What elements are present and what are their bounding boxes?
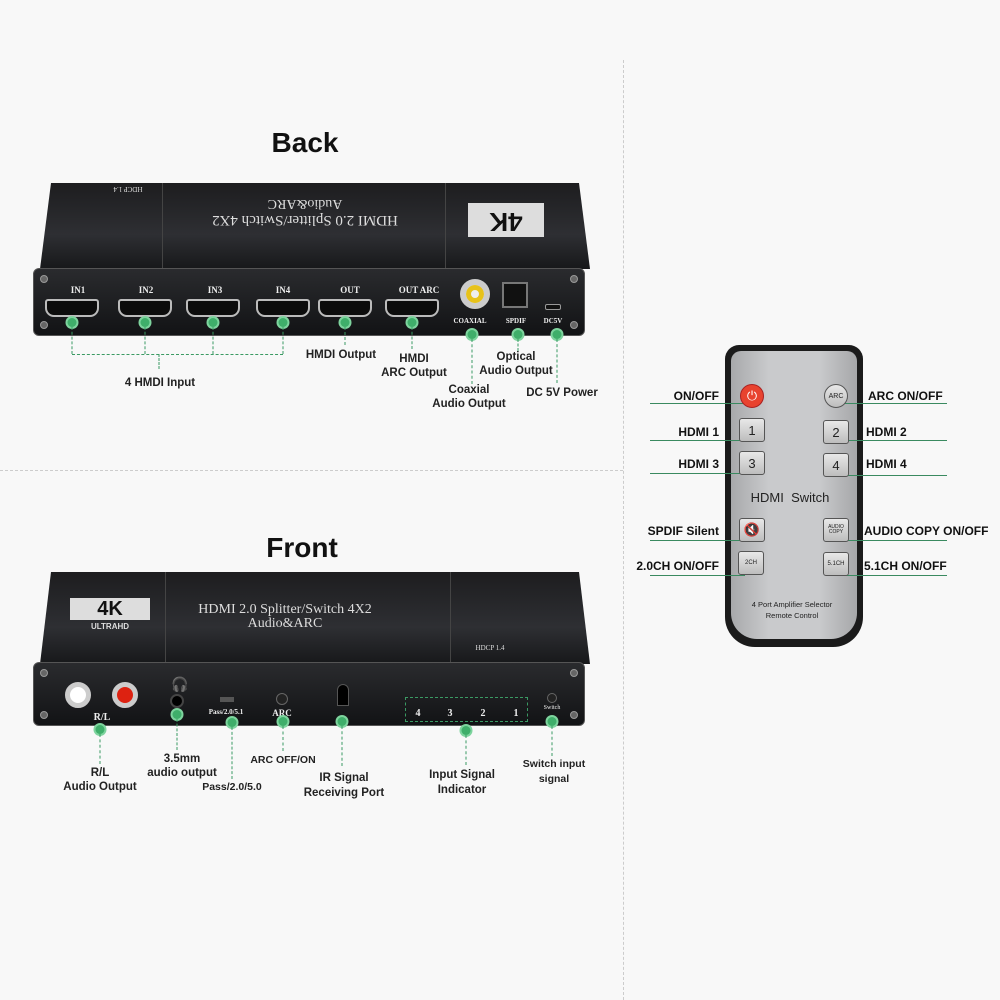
- mute-button[interactable]: 🔇: [739, 518, 765, 542]
- headphone-icon: 🎧: [171, 676, 189, 692]
- rca-red-port: [112, 682, 138, 708]
- optical-port: [502, 282, 528, 308]
- indicator-4: 4: [415, 708, 421, 719]
- port-label-in3: IN3: [207, 285, 223, 295]
- switch-panel-label: Switch: [543, 705, 561, 711]
- coaxial-port: [460, 279, 490, 309]
- label-arc: ARC OFF/ON: [250, 754, 316, 766]
- arc-panel-label: ARC: [272, 708, 292, 718]
- indicator-1: 1: [513, 708, 519, 719]
- label-hdmi-arc-output-1: HMDI: [399, 353, 429, 365]
- label-pass: Pass/2.0/5.0: [202, 781, 262, 793]
- label-audio-copy: AUDIO COPY ON/OFF: [864, 524, 989, 538]
- indicator-box: [405, 697, 528, 722]
- label-optical-2: Audio Output: [479, 365, 553, 377]
- front-device-name: HDMI 2.0 Splitter/Switch 4X2: [198, 602, 372, 617]
- front-hdcp: HDCP 1.4: [475, 644, 505, 652]
- label-4-hdmi-input: 4 HMDI Input: [124, 377, 196, 389]
- audio-copy-button[interactable]: AUDIO COPY: [823, 518, 849, 542]
- label-51ch: 5.1CH ON/OFF: [864, 559, 947, 573]
- label-switch-1: Switch input: [522, 758, 586, 770]
- mute-icon: 🔇: [743, 522, 761, 537]
- back-hdcp: HDCP 1.4: [113, 185, 143, 193]
- label-coaxial-2: Audio Output: [432, 398, 506, 410]
- front-device-top: 4K ULTRAHD HDMI 2.0 Splitter/Switch 4X2 …: [40, 572, 590, 664]
- label-rl-1: R/L: [90, 767, 110, 779]
- arc-button[interactable]: [276, 693, 288, 705]
- back-device-sub: Audio&ARC: [267, 196, 343, 211]
- hdmi-port-in3: [186, 299, 240, 317]
- pass-switch[interactable]: [220, 697, 234, 702]
- back-device-name: HDMI 2.0 Splitter/Switch 4X2: [212, 212, 398, 228]
- label-hdmi-1: HDMI 1: [678, 425, 719, 439]
- port-label-coaxial: COAXIAL: [453, 317, 487, 325]
- ir-receiver: [337, 684, 349, 706]
- label-switch-2: signal: [538, 773, 570, 785]
- horizontal-divider: [0, 470, 623, 471]
- front-device-sub: Audio&ARC: [247, 616, 323, 631]
- label-indicator-1: Input Signal: [429, 769, 495, 781]
- hdmi-port-in4: [256, 299, 310, 317]
- port-label-spdif: SPDIF: [505, 317, 527, 325]
- hdmi-port-out: [318, 299, 372, 317]
- label-ir-2: Receiving Port: [303, 787, 385, 799]
- label-hdmi-arc-output-2: ARC Output: [381, 367, 447, 379]
- rl-panel-label: R/L: [93, 712, 111, 723]
- label-spdif-silent: SPDIF Silent: [647, 524, 719, 538]
- label-hdmi-4: HDMI 4: [866, 457, 907, 471]
- back-title: Back: [271, 127, 339, 158]
- 51ch-button[interactable]: 5.1CH: [823, 552, 849, 576]
- port-label-in4: IN4: [275, 285, 291, 295]
- label-2ch: 2.0CH ON/OFF: [636, 559, 719, 573]
- hdmi-switch-text: HDMI Switch: [750, 490, 830, 505]
- indicator-2: 2: [480, 708, 486, 719]
- label-jack-2: audio output: [147, 767, 217, 779]
- indicator-3: 3: [447, 708, 453, 719]
- 4k-logo: 4K: [468, 203, 544, 237]
- ultrahd-logo: ULTRAHD: [90, 622, 130, 631]
- port-label-out-arc: OUT ARC: [398, 285, 440, 295]
- hdmi-port-in1: [45, 299, 99, 317]
- label-jack-1: 3.5mm: [163, 753, 201, 765]
- back-device-top: HDMI 2.0 Splitter/Switch 4X2 Audio&ARC H…: [40, 183, 590, 269]
- power-icon: ⏻: [746, 388, 758, 403]
- switch-button[interactable]: [547, 693, 557, 703]
- label-arc-on-off: ARC ON/OFF: [868, 389, 943, 403]
- 2ch-button[interactable]: 2CH: [738, 551, 764, 575]
- port-label-in1: IN1: [70, 285, 86, 295]
- dc-port: [545, 304, 561, 310]
- remote-button-1[interactable]: 1: [739, 418, 765, 442]
- front-title: Front: [266, 532, 338, 563]
- hdmi-port-out-arc: [385, 299, 439, 317]
- pass-panel-label: Pass/2.0/5.1: [208, 708, 244, 716]
- label-hdmi-output: HMDI Output: [305, 349, 377, 361]
- remote-arc-button[interactable]: ARC: [824, 384, 848, 408]
- remote-footer-1: 4 Port Amplifier Selector: [751, 600, 833, 609]
- port-label-dc5v: DC5V: [543, 317, 563, 325]
- label-rl-2: Audio Output: [63, 781, 137, 793]
- label-indicator-2: Indicator: [437, 784, 487, 796]
- label-on-off: ON/OFF: [673, 389, 719, 403]
- remote-button-3[interactable]: 3: [739, 451, 765, 475]
- hdmi-port-in2: [118, 299, 172, 317]
- label-hdmi-3: HDMI 3: [678, 457, 719, 471]
- port-label-in2: IN2: [138, 285, 154, 295]
- label-coaxial-1: Coaxial: [448, 384, 490, 396]
- label-optical-1: Optical: [496, 351, 536, 363]
- label-dc-power: DC 5V Power: [526, 387, 598, 399]
- remote-button-4[interactable]: 4: [823, 453, 849, 477]
- port-label-out: OUT: [340, 285, 360, 295]
- label-ir-1: IR Signal: [319, 772, 369, 784]
- vertical-divider: [623, 60, 624, 1000]
- rca-white-port: [65, 682, 91, 708]
- remote-footer-2: Remote Control: [765, 611, 819, 620]
- remote-button-2[interactable]: 2: [823, 420, 849, 444]
- power-button[interactable]: ⏻: [740, 384, 764, 408]
- 4k-logo: 4K: [70, 598, 150, 620]
- audio-jack: [170, 694, 184, 708]
- label-hdmi-2: HDMI 2: [866, 425, 907, 439]
